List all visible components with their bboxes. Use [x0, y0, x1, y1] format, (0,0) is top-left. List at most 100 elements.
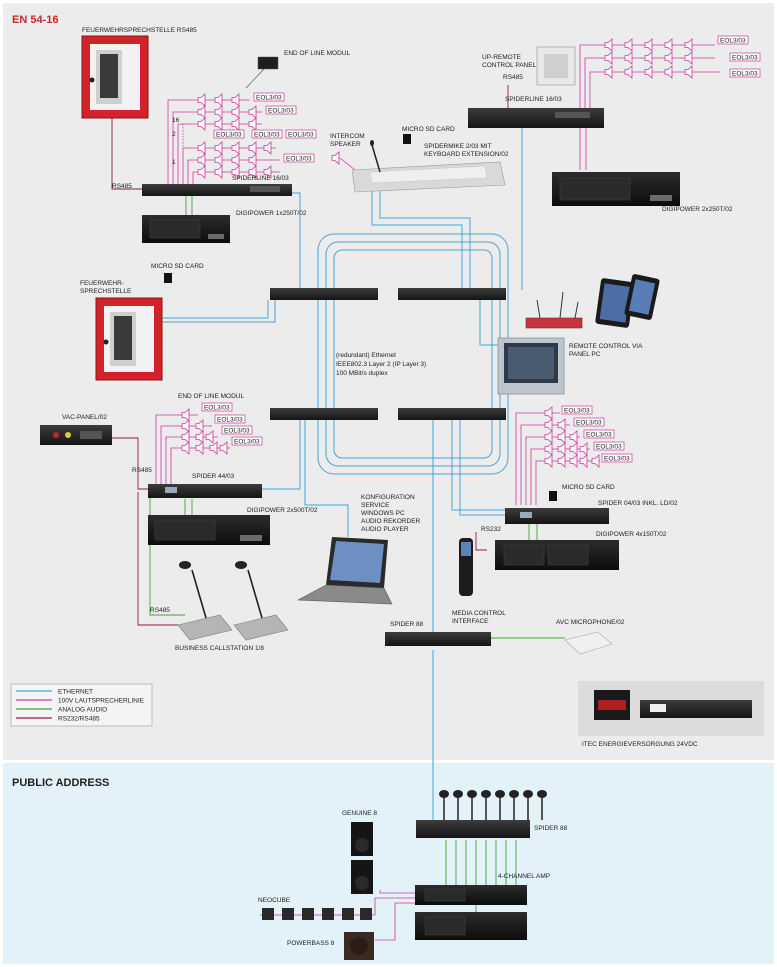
- eol-label: EOL3/03: [234, 439, 260, 446]
- label-media-2: INTERFACE: [452, 618, 489, 625]
- label-neocube: NEOCUBE: [258, 897, 291, 904]
- eol-label: EOL3/03: [286, 156, 312, 163]
- label-energy: ITEC ENERGIEVERSORGUNG 24VDC: [582, 741, 698, 748]
- label-powerbass: POWERBASS 8: [287, 940, 335, 947]
- spider-04-device: [505, 508, 609, 524]
- eol-label: EOL3/03: [254, 132, 280, 139]
- fire-station-cabinet-mid: [95, 297, 163, 381]
- eol-label: EOL3/03: [576, 420, 602, 427]
- tablet-devices: [595, 274, 660, 328]
- ethernet-lines: [162, 125, 523, 820]
- label-micro-sd-1: MICRO SD CARD: [402, 126, 455, 133]
- panel-pc-device: [497, 337, 565, 395]
- gooseneck-microphones: [439, 790, 547, 820]
- eol-label: EOL3/03: [586, 432, 612, 439]
- digipower-4x150-device: [495, 540, 619, 570]
- eol-label: EOL3/03: [288, 132, 314, 139]
- label-media-1: MEDIA CONTROL: [452, 610, 506, 617]
- label-konfig-3: WINDOWS PC: [361, 510, 405, 517]
- business-callstation-devices: [177, 561, 289, 641]
- label-micro-sd-3: MICRO SD CARD: [562, 484, 615, 491]
- label-four-channel: 4-CHANNEL AMP: [498, 873, 550, 880]
- label-up-remote-1: UP-REMOTE: [482, 54, 522, 61]
- label-speaker: SPEAKER: [330, 141, 361, 148]
- label-spider-88-bottom: SPIDER 88: [534, 825, 568, 832]
- label-spidermike-2: KEYBOARD EXTENSION/02: [424, 151, 509, 158]
- spidermike-desk: [351, 140, 506, 193]
- label-rs485-c: RS485: [132, 467, 152, 474]
- spider-44-device: [148, 484, 262, 498]
- laptop-device: [296, 537, 393, 605]
- spider-88-bottom-device: [416, 820, 530, 838]
- eol-label: EOL3/03: [564, 408, 590, 415]
- label-line-16: 16: [172, 117, 180, 124]
- eol-label: EOL3/03: [268, 108, 294, 115]
- spiderline-left-device: [142, 184, 292, 196]
- eol-label: EOL3/03: [732, 55, 758, 62]
- label-spider-88-top: SPIDER 88: [390, 621, 424, 628]
- label-konfig-1: KONFIGURATION: [361, 494, 415, 501]
- network-switch-3: [270, 408, 378, 420]
- legend-label: RS232/RS485: [58, 716, 100, 723]
- eol-label: EOL3/03: [732, 71, 758, 78]
- micro-sd-icon-1: [403, 134, 411, 144]
- label-remote-1: REMOTE CONTROL VIA: [569, 343, 643, 350]
- public-address-section-bg: [3, 763, 774, 964]
- label-end-of-line-top: END OF LINE MODUL: [284, 50, 350, 57]
- network-switch-4: [398, 408, 506, 420]
- label-vac-panel: VAC-PANEL/02: [62, 414, 107, 421]
- section-title-public-address: PUBLIC ADDRESS: [12, 777, 109, 789]
- battery-device: [594, 690, 630, 720]
- legend-label: 100V LAUTSPRECHERLINIE: [58, 698, 145, 705]
- legend: ETHERNET 100V LAUTSPRECHERLINIE ANALOG A…: [10, 683, 153, 727]
- label-up-remote-2: CONTROL PANEL: [482, 62, 537, 69]
- digipower-2x250-device: [552, 172, 680, 206]
- end-of-line-module-top: [245, 56, 279, 89]
- label-konfig-2: SERVICE: [361, 502, 390, 509]
- label-rs485-d: RS485: [150, 607, 170, 614]
- network-switch-2: [398, 288, 506, 300]
- label-digipower-4x150: DIGIPOWER 4x150T/02: [596, 531, 667, 538]
- neocube-speakers: [262, 908, 372, 920]
- label-intercom: INTERCOM: [330, 133, 365, 140]
- legend-label: ETHERNET: [58, 689, 93, 696]
- section-title-en54: EN 54-16: [12, 14, 58, 26]
- four-channel-amp-devices: [415, 885, 527, 940]
- micro-sd-icon-3: [549, 491, 557, 501]
- eol-label: EOL3/03: [256, 95, 282, 102]
- up-remote-panel: [536, 46, 576, 86]
- label-line-1: 1: [172, 159, 176, 166]
- label-feuerwehr-1: FEUERWEHR-: [80, 280, 124, 287]
- label-feuerwehr-rs485: FEUERWEHRSPRECHSTELLE RS485: [82, 27, 197, 34]
- digipower-1x250-device: [142, 215, 230, 243]
- media-remote-device: [459, 538, 473, 596]
- label-spidermike-1: SPIDERMIKE 2/03 MIT: [424, 143, 492, 150]
- label-rs485-b: RS485: [503, 74, 523, 81]
- label-feuerwehr-2: SPRECHSTELLE: [80, 288, 132, 295]
- genuine-8-speakers: [351, 822, 373, 894]
- label-end-of-line-mid: END OF LINE MODUL: [178, 393, 244, 400]
- eol-label: EOL3/03: [217, 417, 243, 424]
- powerbass-subwoofer: [344, 932, 374, 960]
- rs485-lines: [110, 85, 509, 626]
- label-rs232: RS232: [481, 526, 501, 533]
- label-digipower-2x250: DIGIPOWER 2x250T/02: [662, 206, 733, 213]
- label-remote-2: PANEL PC: [569, 351, 601, 358]
- label-rs485-a: RS485: [112, 183, 132, 190]
- spiderline-right-device: [468, 108, 604, 128]
- label-spider-04: SPIDER 04/03 INKL. LD/02: [598, 500, 678, 507]
- label-business-callstation: BUSINESS CALLSTATION 1/8: [175, 645, 264, 652]
- label-spider-44: SPIDER 44/03: [192, 473, 235, 480]
- digipower-2x500-device: [148, 515, 270, 545]
- network-switch-1: [270, 288, 378, 300]
- avc-microphone-device: [564, 631, 613, 655]
- label-genuine: GENUINE 8: [342, 810, 377, 817]
- eol-label: EOL3/03: [720, 38, 746, 45]
- vac-panel-device: [40, 425, 112, 445]
- label-micro-sd-2: MICRO SD CARD: [151, 263, 204, 270]
- device-labels: FEUERWEHRSPRECHSTELLE RS485 END OF LINE …: [62, 27, 733, 947]
- label-spiderline-left: SPIDERLINE 16/03: [232, 175, 289, 182]
- energy-supply-rack: [640, 700, 752, 718]
